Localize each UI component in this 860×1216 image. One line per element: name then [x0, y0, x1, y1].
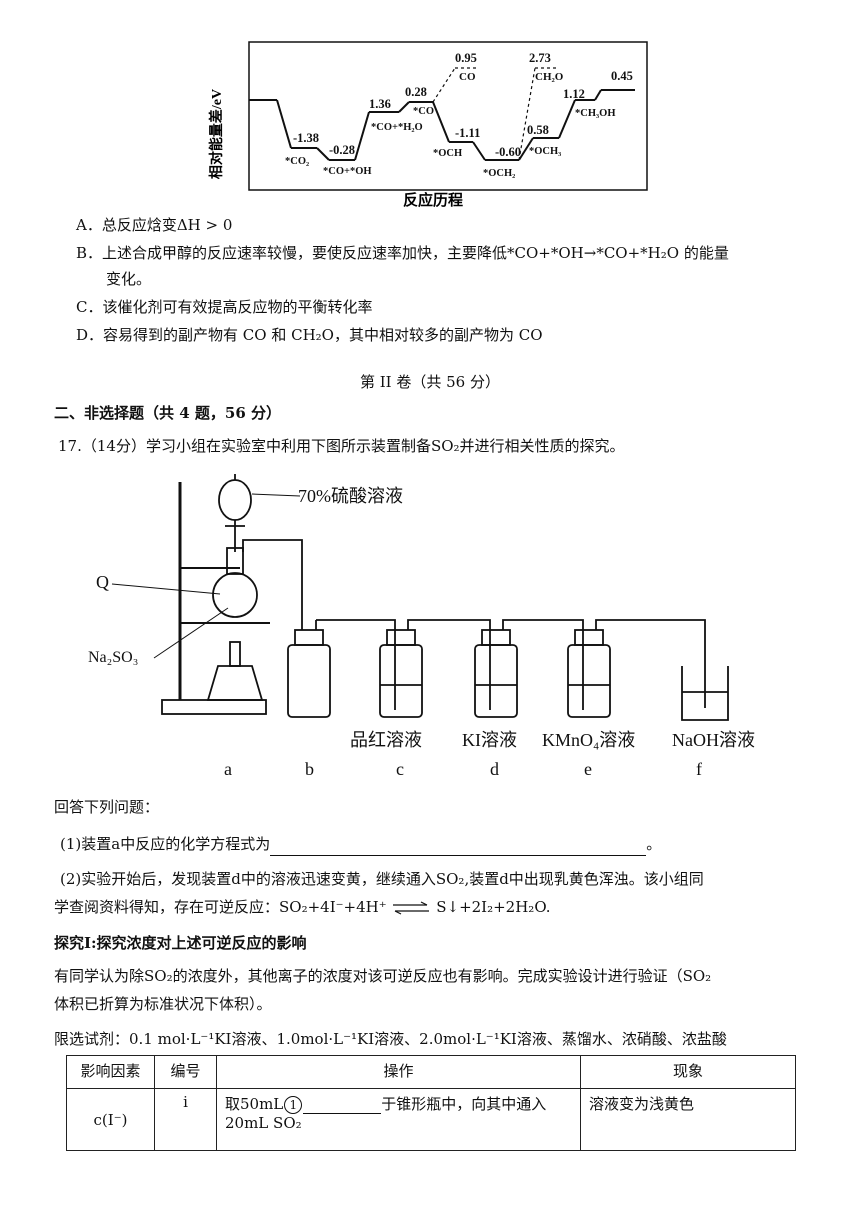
answer-blank[interactable]	[303, 1095, 382, 1114]
species-label: CH₂O	[535, 71, 564, 83]
cell-factor: c(I⁻)	[66, 1088, 155, 1151]
answer-prompt: 回答下列问题：	[54, 798, 160, 816]
species-label: *CO₂	[285, 156, 309, 167]
species-label: *OCH₃	[529, 146, 561, 157]
answer-blank[interactable]	[270, 833, 647, 856]
species-label: CO	[459, 71, 476, 83]
energy-value: 2.73	[529, 51, 551, 65]
part-heading: 二、非选择题（共 4 题，56 分）	[54, 404, 281, 422]
question-17-intro: 17.（14分）学习小组在实验室中利用下图所示装置制备SO₂并进行相关性质的探究…	[58, 437, 625, 455]
flask-q	[212, 572, 258, 618]
energy-value: 0.45	[611, 69, 633, 83]
sub-question-1-end: 。	[646, 835, 662, 853]
solution-label-e: KMnO₄溶液	[542, 730, 635, 750]
energy-value: -1.38	[293, 131, 319, 145]
separatory-funnel	[218, 479, 252, 521]
operation-text-b: 于锥形瓶中，向其中通入	[381, 1095, 547, 1113]
inquiry-heading: 探究I:探究浓度对上述可逆反应的影响	[54, 934, 307, 952]
stand-base	[161, 699, 267, 715]
letter-d: d	[490, 759, 499, 779]
sub-question-1: (1)装置a中反应的化学方程式为 。	[60, 833, 661, 856]
diagram-xlabel: 反应历程	[403, 191, 463, 209]
equation-left: 学查阅资料得知，存在可逆反应：SO₂+4I⁻+4H⁺	[54, 898, 387, 916]
tube-d-e	[502, 619, 584, 710]
option-c: C．该催化剂可有效提高反应物的平衡转化率	[76, 298, 373, 316]
option-a: A．总反应焓变ΔH > 0	[76, 216, 233, 234]
species-label: *CO+*H₂O	[371, 122, 423, 133]
operation-text-a: 取50mL	[225, 1095, 284, 1113]
energy-value: 0.58	[527, 123, 549, 137]
sub-question-2-line1: (2)实验开始后，发现装置d中的溶液迅速变黄，继续通入SO₂,装置d中出现乳黄色…	[60, 870, 704, 888]
energy-value: -0.28	[329, 143, 355, 157]
acid-label: 70%硫酸溶液	[298, 486, 403, 506]
letter-e: e	[584, 759, 592, 779]
tube-a-b	[242, 539, 303, 630]
bottle-b	[287, 644, 331, 718]
option-b-continued: 变化。	[106, 270, 152, 288]
flask-neck	[226, 547, 244, 575]
energy-value: 0.28	[405, 85, 427, 99]
flask-q-label: Q	[96, 572, 109, 592]
bottle-e	[567, 644, 611, 718]
energy-profile-diagram: 相对能量差/eV 反应历程 -1.38 *CO₂ -0.28 *CO+*OH 1…	[208, 41, 648, 209]
letter-a: a	[224, 759, 232, 779]
sub-question-2-line2: 学查阅资料得知，存在可逆反应：SO₂+4I⁻+4H⁺ S↓+2I₂+2H₂O.	[54, 896, 551, 918]
cell-phenomenon: 溶液变为浅黄色	[580, 1088, 796, 1151]
energy-value: 0.95	[455, 51, 477, 65]
beaker-f	[681, 666, 729, 721]
species-label: *CO	[413, 106, 434, 117]
tube-b-c	[316, 619, 396, 710]
diagram-ylabel: 相对能量差/eV	[208, 89, 225, 179]
equation-right: S↓+2I₂+2H₂O.	[436, 898, 551, 916]
energy-path	[249, 89, 635, 161]
header-operation: 操作	[216, 1055, 581, 1089]
tube-c-d	[407, 619, 491, 710]
option-b: B．上述合成甲醇的反应速率较慢，要使反应速率加快，主要降低*CO+*OH→*CO…	[76, 244, 729, 262]
species-label: *CO+*OH	[323, 166, 372, 177]
letter-f: f	[696, 759, 702, 779]
circled-number: 1	[284, 1096, 303, 1114]
reversible-arrow-icon	[393, 901, 430, 915]
species-label: *OCH	[433, 148, 462, 159]
diagram-frame	[248, 41, 648, 191]
bottle-c	[379, 644, 423, 718]
reagent-list: 限选试剂：0.1 mol·L⁻¹KI溶液、1.0mol·L⁻¹KI溶液、2.0m…	[54, 1030, 727, 1048]
letter-b: b	[305, 759, 314, 779]
bottle-d	[474, 644, 518, 718]
cell-number: i	[154, 1088, 217, 1151]
header-phenomenon: 现象	[580, 1055, 796, 1089]
species-label: *CH₃OH	[575, 108, 615, 119]
option-d: D．容易得到的副产物有 CO 和 CH₂O，其中相对较多的副产物为 CO	[76, 326, 543, 344]
species-label: *OCH₂	[483, 168, 515, 179]
energy-value: 1.12	[563, 87, 585, 101]
header-factor: 影响因素	[66, 1055, 155, 1089]
alcohol-lamp	[206, 665, 264, 701]
sub-question-1-text: (1)装置a中反应的化学方程式为	[60, 835, 271, 853]
solution-label-c: 品红溶液	[350, 730, 422, 750]
bottle-b-stopper	[294, 629, 324, 646]
header-number: 编号	[154, 1055, 217, 1089]
section-title: 第 II 卷（共 56 分）	[359, 373, 500, 391]
letter-c: c	[396, 759, 404, 779]
operation-text-c: 20mL SO₂	[225, 1114, 302, 1132]
solution-label-d: KI溶液	[462, 730, 517, 750]
tube-e-f	[595, 619, 706, 708]
solution-label-f: NaOH溶液	[672, 730, 755, 750]
lamp-wick	[229, 641, 241, 667]
apparatus-diagram: 70%硫酸溶液 Q Na₂SO₃ 品红溶液 KI溶液 KMnO₄溶液 NaOH溶…	[88, 474, 755, 779]
na2so3-label: Na₂SO₃	[88, 649, 138, 666]
energy-value: -1.11	[455, 126, 480, 140]
side-product-paths	[432, 67, 557, 161]
energy-value: -0.60	[495, 145, 521, 159]
inquiry-line1: 有同学认为除SO₂的浓度外，其他离子的浓度对该可逆反应也有影响。完成实验设计进行…	[54, 967, 712, 985]
table-header-row: 影响因素 编号 操作 现象	[66, 1055, 796, 1089]
inquiry-line2: 体积已折算为标准状况下体积）。	[54, 995, 272, 1013]
energy-value: 1.36	[369, 97, 391, 111]
